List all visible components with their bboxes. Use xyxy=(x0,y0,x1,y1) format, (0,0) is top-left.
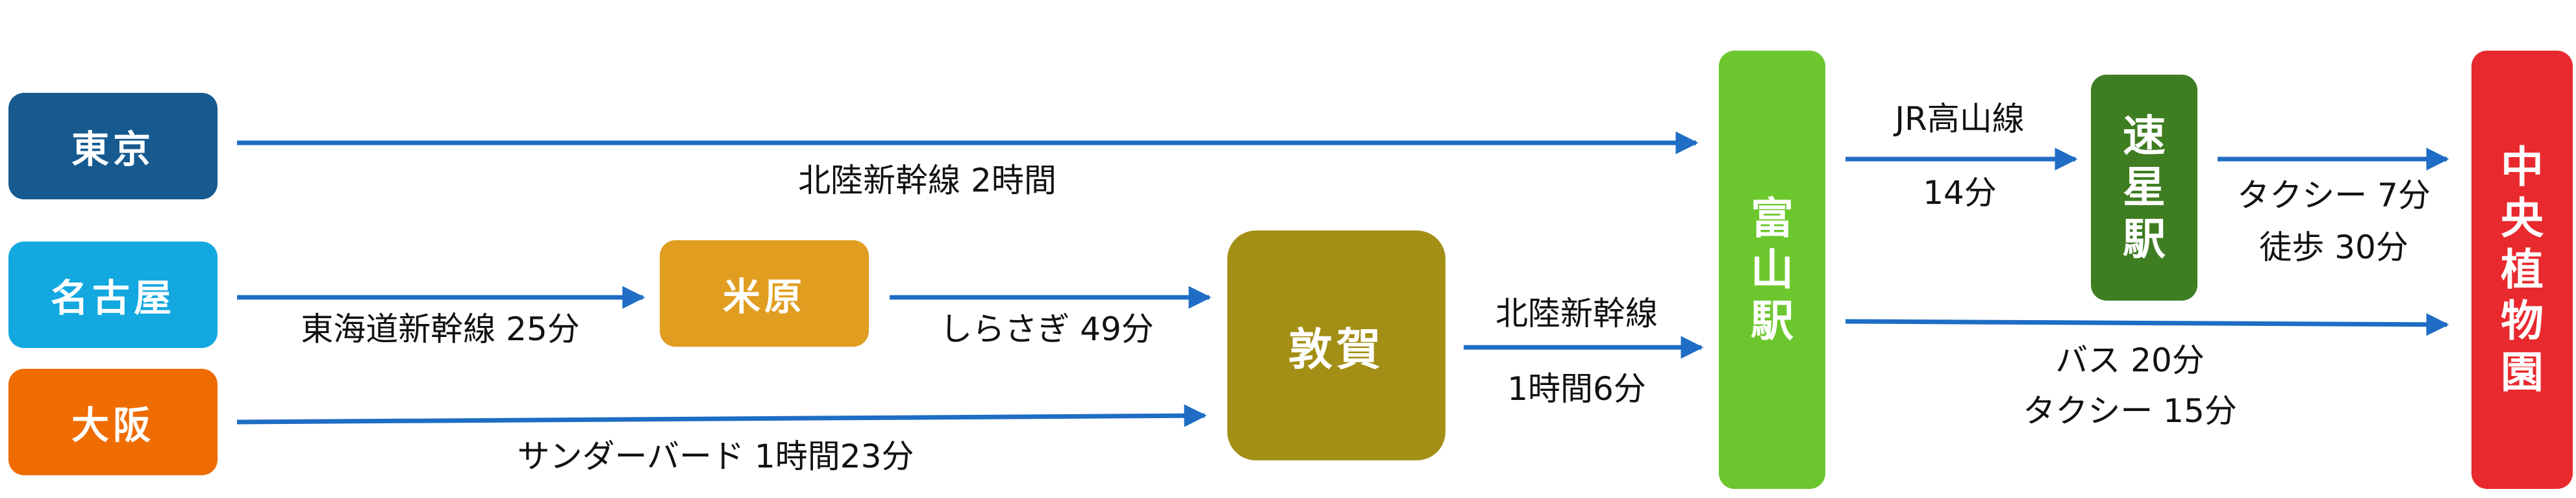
edge-label-toyama-garden-line2: タクシー 15分 xyxy=(2023,392,2237,430)
node-tsuruga-label: 敦賀 xyxy=(1288,324,1384,376)
edge-label-osaka-tsuruga: サンダーバード 1時間23分 xyxy=(517,438,914,475)
node-garden-char: 園 xyxy=(2501,347,2544,398)
node-toyama-char: 富 xyxy=(1751,193,1794,243)
node-toyama-char: 山 xyxy=(1751,244,1794,295)
node-garden-char: 物 xyxy=(2501,296,2544,347)
edge-label-toyama-hayahoshi-line2: 14分 xyxy=(1923,174,1997,212)
edge-label-hayahoshi-garden-line1: タクシー 7分 xyxy=(2237,177,2431,214)
node-tokyo-label: 東京 xyxy=(71,127,155,171)
arrow-osaka-tsuruga xyxy=(236,404,1207,427)
edge-label-nagoya-maibara: 東海道新幹線 25分 xyxy=(301,310,580,348)
arrow-toyama-garden xyxy=(1845,313,2449,336)
node-garden-char: 央 xyxy=(2501,193,2544,243)
node-garden-char: 植 xyxy=(2501,244,2544,295)
node-osaka: 大阪 xyxy=(8,369,218,475)
node-nagoya: 名古屋 xyxy=(8,242,218,348)
node-hayahoshi-char: 速 xyxy=(2123,111,2166,162)
node-toyama: 富 山 駅 xyxy=(1719,51,1825,489)
node-maibara-label: 米原 xyxy=(722,275,806,319)
node-hayahoshi-char: 駅 xyxy=(2123,214,2166,264)
node-osaka-label: 大阪 xyxy=(71,403,155,447)
edge-label-tokyo-toyama: 北陸新幹線 2時間 xyxy=(798,162,1057,199)
edge-label-hayahoshi-garden-line2: 徒歩 30分 xyxy=(2259,229,2408,266)
node-hayahoshi: 速 星 駅 xyxy=(2091,75,2197,301)
node-hayahoshi-char: 星 xyxy=(2123,162,2166,213)
node-tokyo: 東京 xyxy=(8,93,218,199)
node-garden: 中 央 植 物 園 xyxy=(2471,51,2573,489)
edge-label-toyama-garden-line1: バス 20分 xyxy=(2055,342,2205,379)
edge-label-tsuruga-toyama-line1: 北陸新幹線 xyxy=(1495,295,1658,332)
node-garden-char: 中 xyxy=(2501,142,2544,192)
node-maibara: 米原 xyxy=(660,240,869,347)
edge-label-toyama-hayahoshi-line1: JR高山線 xyxy=(1895,100,2025,138)
edge-label-tsuruga-toyama-line2: 1時間6分 xyxy=(1507,370,1646,408)
edge-label-maibara-tsuruga: しらさぎ 49分 xyxy=(940,310,1154,348)
node-tsuruga: 敦賀 xyxy=(1227,230,1445,460)
node-toyama-char: 駅 xyxy=(1751,296,1794,347)
node-nagoya-label: 名古屋 xyxy=(50,276,175,320)
